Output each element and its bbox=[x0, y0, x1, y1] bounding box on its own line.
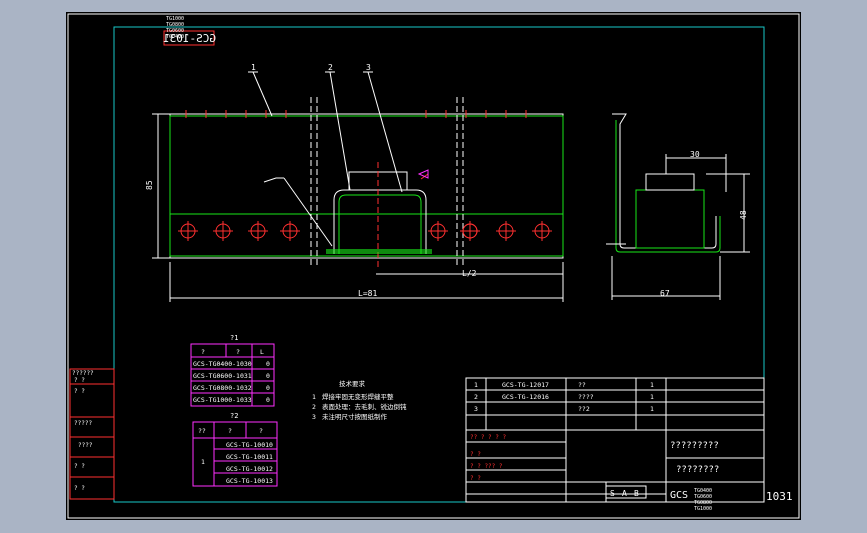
title-variant: TG0400 bbox=[694, 488, 712, 494]
table2 bbox=[192, 421, 278, 487]
side-dimensions bbox=[611, 154, 750, 300]
table2-title: ?2 bbox=[230, 412, 238, 420]
dim-overall: L=81 bbox=[358, 289, 377, 298]
part-qty: 1 bbox=[650, 381, 654, 389]
notes-title: 技术要求 bbox=[339, 379, 366, 388]
callout-1: 1 bbox=[251, 63, 256, 72]
part-qty: 1 bbox=[650, 393, 654, 401]
svg-text:? ?: ? ? bbox=[470, 475, 481, 482]
table2-header: ? bbox=[259, 427, 263, 435]
table1-cell: 0 bbox=[266, 384, 270, 392]
title-name-2: ???????? bbox=[676, 465, 719, 475]
note-text: 未注明尺寸按图纸制作 bbox=[322, 412, 388, 421]
part-code: GCS-TG-12016 bbox=[502, 393, 549, 401]
table2-cell: GCS-TG-10012 bbox=[226, 465, 273, 473]
left-block-text: ? ? bbox=[74, 485, 85, 492]
title-block bbox=[465, 429, 765, 503]
stamp-drawing-no: GCS-1031 bbox=[163, 32, 216, 45]
stamp-variant: TG0400 bbox=[166, 34, 184, 40]
note-text: 焊接牢固无变形焊缝平整 bbox=[322, 392, 394, 401]
part-no: 1 bbox=[474, 381, 478, 389]
left-revision-block bbox=[69, 368, 115, 500]
top-left-stamp: GCS-1031 TG1000 TG0800 TG0600 TG0400 bbox=[163, 16, 216, 46]
title-code: GCS bbox=[670, 490, 688, 501]
table1-title: ?1 bbox=[230, 334, 238, 342]
part-no: 3 bbox=[474, 405, 478, 413]
title-sheet-number: 1031 bbox=[766, 490, 793, 503]
callout-3: 3 bbox=[366, 63, 371, 72]
table2-cell: GCS-TG-10010 bbox=[226, 441, 273, 449]
callout-leaders bbox=[248, 71, 403, 193]
table2-cell: GCS-TG-10013 bbox=[226, 477, 273, 485]
left-block-text: ???? bbox=[78, 442, 93, 449]
stamp-variant: TG1000 bbox=[166, 16, 184, 22]
drawing-frame bbox=[113, 26, 765, 503]
left-block-text: ? ? bbox=[74, 377, 85, 384]
dim-height: 85 bbox=[145, 180, 154, 190]
title-variant: TG1000 bbox=[694, 506, 712, 512]
note-no: 1 bbox=[312, 393, 316, 401]
note-no: 3 bbox=[312, 413, 316, 421]
table1-cell: GCS-TG0600-1031 bbox=[193, 372, 252, 380]
table2-cell: GCS-TG-10011 bbox=[226, 453, 273, 461]
dim-width: 30 bbox=[690, 150, 700, 159]
title-variant: TG0800 bbox=[694, 500, 712, 506]
cad-drawing: GCS-1031 TG1000 TG0800 TG0600 TG0400 ???… bbox=[67, 13, 800, 519]
title-block-marks: ?? ? ? ? ? ? ? ? ? ??? ? ? ? bbox=[470, 434, 507, 482]
table2-group: 1 bbox=[201, 458, 205, 466]
table1-cell: 0 bbox=[266, 372, 270, 380]
svg-text:? ? ??? ?: ? ? ??? ? bbox=[470, 463, 503, 470]
table1-cell: 0 bbox=[266, 396, 270, 404]
scale-cell: B bbox=[634, 489, 639, 498]
part-code: GCS-TG-12017 bbox=[502, 381, 549, 389]
scale-cell: S bbox=[610, 489, 615, 498]
dim-height-side: 48 bbox=[739, 210, 748, 220]
front-dimensions bbox=[152, 113, 564, 302]
table1 bbox=[190, 343, 275, 407]
stamp-variant: TG0800 bbox=[166, 22, 184, 28]
cad-viewport[interactable]: GCS-1031 TG1000 TG0800 TG0600 TG0400 ???… bbox=[66, 12, 801, 520]
technical-notes: 技术要求 1 焊接牢固无变形焊缝平整 2 表面处理：去毛刺、锐边倒钝 3 未注明… bbox=[312, 379, 407, 421]
stamp-variant: TG0600 bbox=[166, 28, 184, 34]
table1-cell: GCS-TG0800-1032 bbox=[193, 384, 252, 392]
left-block-text: ? ? bbox=[74, 388, 85, 395]
title-name-1: ????????? bbox=[670, 441, 719, 451]
part-no: 2 bbox=[474, 393, 478, 401]
note-no: 2 bbox=[312, 403, 316, 411]
part-qty: 1 bbox=[650, 405, 654, 413]
mounting-holes bbox=[180, 223, 550, 239]
table1-cell: GCS-TG1000-1033 bbox=[193, 396, 252, 404]
callout-2: 2 bbox=[328, 63, 333, 72]
part-name: ?? bbox=[578, 381, 586, 389]
table2-header: ?? bbox=[198, 427, 206, 435]
front-view bbox=[169, 97, 564, 270]
table1-header: L bbox=[260, 348, 264, 356]
dim-half: L/2 bbox=[462, 269, 477, 278]
left-block-text: ?????? bbox=[72, 370, 94, 377]
left-block-text: ????? bbox=[74, 420, 92, 427]
table2-header: ? bbox=[228, 427, 232, 435]
title-variant: TG0600 bbox=[694, 494, 712, 500]
left-block-text: ? ? bbox=[74, 463, 85, 470]
table1-cell: 0 bbox=[266, 360, 270, 368]
scale-cell: A bbox=[622, 489, 627, 498]
table1-cell: GCS-TG0400-1030 bbox=[193, 360, 252, 368]
svg-text:?? ? ? ? ?: ?? ? ? ? ? bbox=[470, 434, 507, 441]
table1-header: ? bbox=[236, 348, 240, 356]
sheet-border bbox=[67, 13, 800, 519]
note-text: 表面处理：去毛刺、锐边倒钝 bbox=[322, 402, 407, 411]
table1-header: ? bbox=[201, 348, 205, 356]
dim-depth: 67 bbox=[660, 289, 670, 298]
side-view bbox=[606, 113, 721, 253]
part-name: ??2 bbox=[578, 405, 590, 413]
part-name: ???? bbox=[578, 393, 594, 401]
svg-text:? ?: ? ? bbox=[470, 451, 481, 458]
